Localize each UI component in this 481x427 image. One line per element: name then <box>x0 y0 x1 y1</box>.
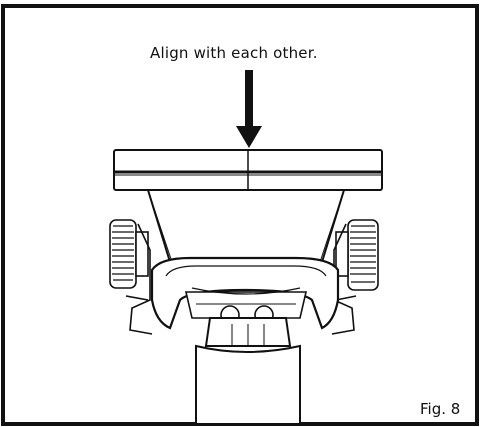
left-bracket <box>125 223 153 335</box>
front-plate <box>184 291 308 319</box>
left-knob <box>109 219 149 289</box>
clamp-handle <box>150 256 340 330</box>
lens-arc <box>191 287 301 295</box>
cone-body <box>146 189 346 263</box>
right-knob <box>335 219 379 291</box>
right-bracket <box>331 223 357 335</box>
figure-label: Fig. 8 <box>420 400 461 418</box>
mount-stem <box>195 317 301 425</box>
callout-text: Align with each other. <box>150 44 318 62</box>
down-arrow-icon <box>236 70 262 148</box>
